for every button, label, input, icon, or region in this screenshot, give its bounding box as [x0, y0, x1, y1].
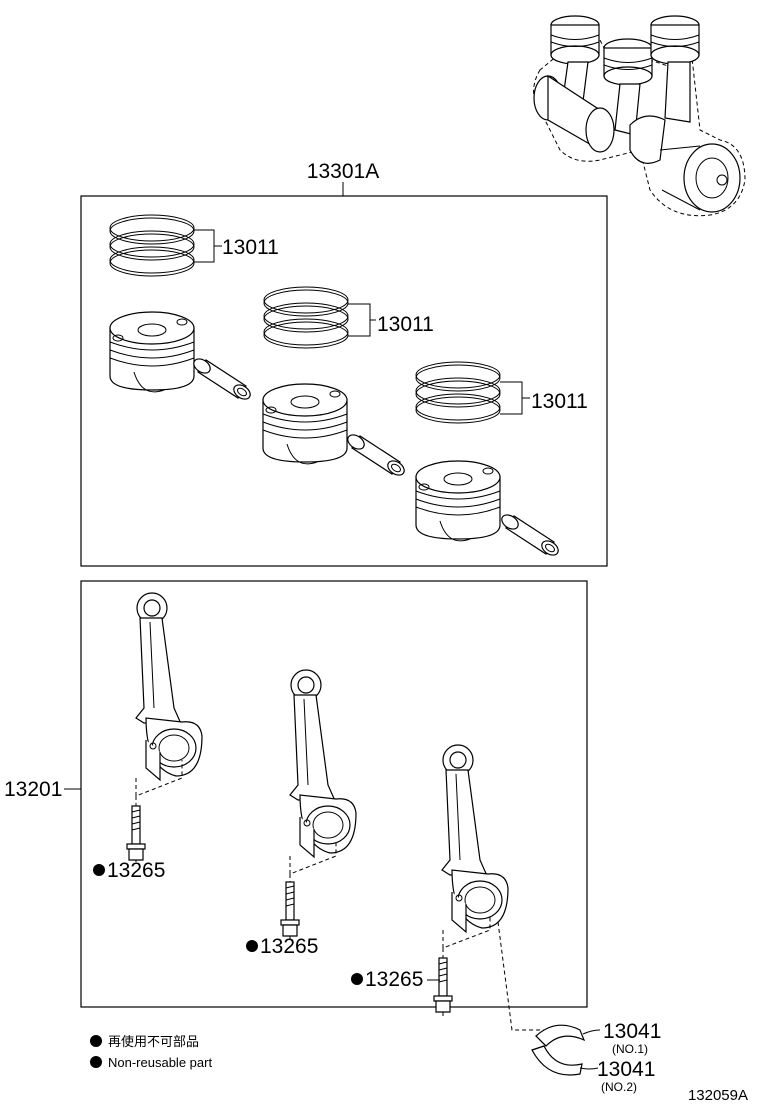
rod-label: 13201: [4, 778, 62, 801]
assembly-label: 13301A: [307, 160, 379, 183]
bolt-label-2: 13265: [260, 935, 318, 958]
piston-ring-set-1: [109, 214, 195, 277]
legend-japanese: 再使用不可部品: [108, 1034, 199, 1049]
piston-pin-3: [498, 511, 562, 559]
figure-number: 132059A: [688, 1087, 748, 1104]
connecting-rod-3: [441, 744, 509, 958]
connecting-rod-2: [289, 669, 357, 882]
ring-label-1: 13011: [222, 236, 279, 259]
non-reusable-marker-3: [351, 973, 363, 985]
ring-bracket-1: [194, 229, 222, 263]
piston-3: [415, 460, 501, 542]
piston-pin-2: [344, 431, 408, 479]
legend-english: Non-reusable part: [108, 1055, 212, 1070]
bearing-no2: [531, 1045, 583, 1076]
non-reusable-marker-1: [93, 864, 105, 876]
ring-label-2: 13011: [377, 313, 434, 336]
bearing-sub-label-1: (NO.1): [612, 1042, 648, 1056]
piston-ring-set-2: [263, 286, 349, 349]
bolt-label-3: 13265: [365, 968, 423, 991]
legend-marker-japanese: [90, 1035, 102, 1047]
ring-label-3: 13011: [531, 390, 588, 413]
rod-bolt-3: [433, 957, 453, 1013]
rod-bolt-1: [126, 805, 146, 861]
bearing-leader-dash: [497, 921, 544, 1031]
non-reusable-marker-2: [246, 940, 258, 952]
bearing-no1: [535, 1024, 586, 1047]
piston-2: [262, 383, 348, 465]
piston-ring-set-3: [415, 361, 501, 424]
ring-bracket-3: [500, 381, 530, 415]
bearing-sub-label-2: (NO.2): [601, 1080, 637, 1094]
connecting-rod-frame: [80, 580, 588, 1008]
bearing-label-2: 13041: [597, 1058, 655, 1081]
engine-assembly-illustration: [533, 15, 746, 217]
connecting-rod-1: [135, 592, 203, 806]
legend-marker-english: [90, 1056, 102, 1068]
piston-set-frame: [80, 195, 608, 567]
ring-bracket-2: [348, 303, 376, 337]
piston-1: [109, 311, 195, 393]
piston-pin-1: [190, 355, 254, 403]
bearing-label-1: 13041: [603, 1020, 661, 1043]
rod-bolt-2: [280, 881, 300, 937]
bolt-label-1: 13265: [107, 859, 165, 882]
